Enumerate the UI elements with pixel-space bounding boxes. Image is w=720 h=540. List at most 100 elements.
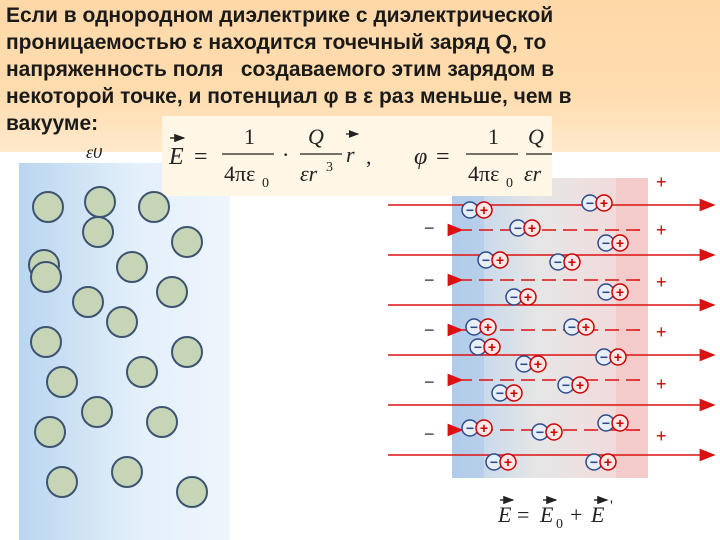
neutral-molecule (138, 191, 170, 223)
neutral-molecule (30, 261, 62, 293)
neutral-molecule (176, 476, 208, 508)
e-comma: , (366, 144, 372, 169)
dipole-minus: − (602, 284, 610, 300)
neutral-molecule (30, 326, 62, 358)
dipole-plus: + (550, 424, 558, 440)
dipole-minus: − (602, 415, 610, 431)
dipole-minus: − (490, 454, 498, 470)
dipole-plus: + (568, 254, 576, 270)
dipole-plus: + (488, 339, 496, 355)
neutral-molecule (72, 286, 104, 318)
neutral-molecule (111, 456, 143, 488)
dipole-minus: − (514, 220, 522, 236)
dipole-minus: − (496, 385, 504, 401)
dipole-minus: − (590, 454, 598, 470)
neutral-molecule (32, 191, 64, 223)
dipole-plus: + (576, 377, 584, 393)
phi-eps-r: εr (524, 161, 542, 186)
phi-numerator-one: 1 (488, 124, 499, 149)
dipole-plus: + (510, 385, 518, 401)
surface-plus: + (656, 220, 667, 240)
dipole-minus: − (602, 235, 610, 251)
dipole-plus: + (524, 289, 532, 305)
dipole-minus: − (474, 339, 482, 355)
dipole-plus: + (582, 319, 590, 335)
dipole-minus: − (600, 349, 608, 365)
dipole-plus: + (484, 319, 492, 335)
dipole-minus: − (520, 356, 528, 372)
neutral-molecule (84, 186, 116, 218)
dipole-minus: − (562, 377, 570, 393)
dipole-plus: + (528, 220, 536, 236)
dipole-plus: + (616, 415, 624, 431)
neutral-molecule (126, 356, 158, 388)
dipole-plus: + (600, 195, 608, 211)
neutral-molecule (171, 336, 203, 368)
dipole-plus: + (616, 235, 624, 251)
neutral-molecule (146, 406, 178, 438)
dipole-minus: − (510, 289, 518, 305)
surface-minus: − (424, 372, 435, 392)
e-numerator-one: 1 (244, 124, 255, 149)
dipole-minus: − (470, 319, 478, 335)
sum-prime-mark: ' (610, 498, 613, 515)
dipole-minus: − (554, 254, 562, 270)
e-denominator: 4πε (224, 161, 255, 186)
dipole-minus: − (466, 202, 474, 218)
sum-plus: + (570, 502, 582, 527)
phi-denominator-sub: 0 (506, 176, 513, 191)
surface-plus: + (656, 272, 667, 292)
sum-e-total: E (497, 502, 512, 527)
sum-equals: = (517, 502, 529, 527)
dipole-plus: + (480, 202, 488, 218)
dipole-plus: + (496, 252, 504, 268)
neutral-molecule (81, 396, 113, 428)
dipole-plus: + (534, 356, 542, 372)
surface-minus: − (424, 218, 435, 238)
neutral-molecule (82, 216, 114, 248)
dipole-plus: + (616, 284, 624, 300)
dipole-plus: + (480, 420, 488, 436)
formula-panel: E = 1 4πε 0 · Q εr 3 r , φ = 1 4πε 0 Q ε… (162, 116, 552, 196)
e-power-3: 3 (326, 160, 333, 175)
dipole-plus: + (614, 349, 622, 365)
sum-e-prime: E (590, 502, 605, 527)
neutral-molecule (46, 466, 78, 498)
surface-plus: + (656, 322, 667, 342)
phi-denominator: 4πε (468, 161, 499, 186)
surface-plus: + (656, 426, 667, 446)
neutral-molecule (34, 416, 66, 448)
e-vector-symbol: E (168, 144, 184, 170)
dipole-minus: − (466, 420, 474, 436)
sum-e0: E (539, 502, 554, 527)
dipole-minus: − (536, 424, 544, 440)
e-dot: · (282, 142, 289, 167)
slab-positive-layer (616, 178, 648, 478)
dipole-minus: − (482, 252, 490, 268)
surface-minus: − (424, 320, 435, 340)
neutral-molecule (116, 251, 148, 283)
surface-minus: − (424, 424, 435, 444)
superposition-formula: E = E 0 + E ' (497, 498, 613, 532)
neutral-molecule (46, 366, 78, 398)
neutral-molecule (106, 306, 138, 338)
dipole-minus: − (586, 195, 594, 211)
surface-plus: + (656, 374, 667, 394)
e-radius-vector: r (346, 142, 355, 167)
dipole-minus: − (568, 319, 576, 335)
e-eps-r: εr (300, 161, 318, 186)
e-denominator-sub: 0 (262, 176, 269, 191)
sum-e0-subscript: 0 (556, 517, 563, 532)
e-equals: = (194, 144, 208, 170)
surface-plus: + (656, 172, 667, 192)
e-charge-q: Q (308, 124, 324, 149)
dipole-plus: + (604, 454, 612, 470)
dipole-plus: + (504, 454, 512, 470)
phi-charge-q: Q (528, 124, 544, 149)
eps0-label: ε0 (86, 148, 102, 162)
formulas: E = 1 4πε 0 · Q εr 3 r , φ = 1 4πε 0 Q ε… (162, 116, 552, 196)
phi-symbol: φ (414, 144, 427, 170)
surface-minus: − (424, 270, 435, 290)
phi-equals: = (436, 144, 450, 170)
